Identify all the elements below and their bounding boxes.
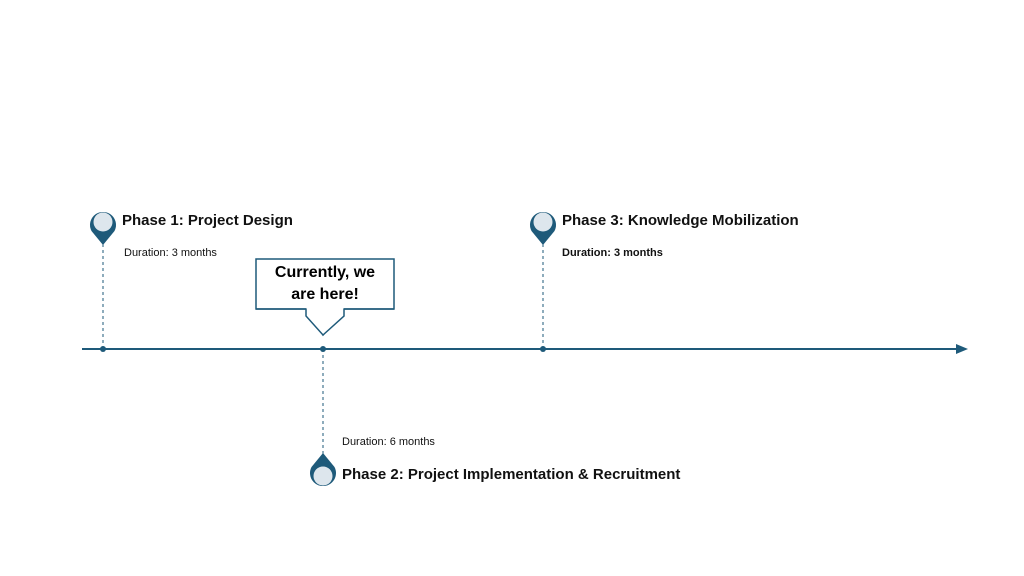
timeline-arrowhead	[956, 344, 968, 354]
phase-2-pin-icon	[310, 453, 336, 487]
phase-3-pin-icon	[530, 211, 556, 245]
current-position-callout: Currently, we are here!	[255, 258, 395, 310]
phase-3-title: Phase 3: Knowledge Mobilization	[562, 212, 799, 229]
phase-2-title: Phase 2: Project Implementation & Recrui…	[342, 466, 681, 483]
phase-1-dot	[100, 346, 106, 352]
phase-1-duration: Duration: 3 months	[124, 247, 217, 259]
phase-2-duration: Duration: 6 months	[342, 436, 435, 448]
phase-2-dot	[320, 346, 326, 352]
phase-1-pin-icon	[90, 211, 116, 245]
callout-text: Currently, we are here!	[274, 264, 376, 303]
phase-3-duration: Duration: 3 months	[562, 247, 663, 259]
phase-3-dot	[540, 346, 546, 352]
phase-1-title: Phase 1: Project Design	[122, 212, 293, 229]
callout-arrow-inner	[305, 309, 345, 337]
